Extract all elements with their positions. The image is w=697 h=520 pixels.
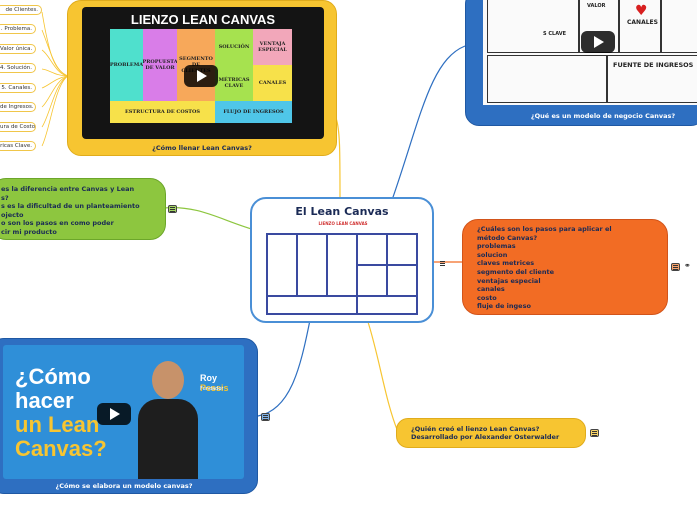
video-node-lean-canvas[interactable]: LIENZO LEAN CANVAS PROBLEMA SOLUCIÓN PRO… [67, 0, 337, 156]
video-caption: ¿Cómo llenar Lean Canvas? [152, 144, 252, 152]
note-icon[interactable] [261, 413, 270, 421]
founder-label: Fundador [200, 386, 224, 392]
central-title: El Lean Canvas [295, 205, 389, 218]
thumb-title: LIENZO LEAN CANVAS [318, 221, 368, 226]
cell-solucion: SOLUCIÓN [215, 29, 253, 65]
label-canales: CANALES [627, 19, 658, 26]
cell-propuesta: PROPUESTA DE VALOR [142, 29, 178, 101]
cell-costos: ESTRUCTURA DE COSTOS [110, 101, 215, 123]
video-frame-title: LIENZO LEAN CANVAS [130, 12, 276, 27]
video-caption: ¿Qué es un modelo de negocio Canvas? [530, 112, 676, 120]
play-button[interactable] [581, 31, 615, 53]
video-caption: ¿Cómo se elabora un modelo canvas? [55, 482, 193, 490]
video-node-como-hacer[interactable]: ¿Cómo hacer un Lean Canvas? Roy Pessis F… [0, 338, 270, 494]
creator-text: ¿Quién creó el lienzo Lean Canvas? Desar… [411, 425, 560, 442]
video-thumbnail-2[interactable]: ¿Cómo hacer un Lean Canvas? Roy Pessis F… [3, 345, 244, 479]
cell-metricas: MÉTRICAS CLAVE [215, 65, 253, 101]
note-icon[interactable] [590, 429, 599, 437]
creator-node[interactable]: ¿Quién creó el lienzo Lean Canvas? Desar… [396, 418, 599, 448]
central-thumbnail: LIENZO LEAN CANVAS [266, 221, 420, 317]
list-item[interactable]: de Ingresos. [0, 102, 36, 112]
steps-text: ¿Cuáles son los pasos para aplicar el mé… [477, 225, 612, 311]
label-clave: S CLAVE [543, 31, 567, 37]
steps-node[interactable]: ¿Cuáles son los pasos para aplicar el mé… [462, 219, 691, 315]
play-button[interactable] [184, 65, 218, 87]
cell-problema: PROBLEMA [110, 29, 143, 101]
list-item[interactable]: de Clientes. [0, 5, 42, 15]
cell-canales: CANALES [253, 65, 292, 101]
cell-ingresos: FLUJO DE INGRESOS [215, 101, 292, 123]
video-thumbnail-3[interactable]: VALOR S CLAVE CANALES FUENTE DE INGRESOS… [483, 0, 697, 105]
heart-icon: ♥ [635, 3, 648, 19]
person-photo [138, 357, 198, 479]
link-icon[interactable]: ⚭ [684, 261, 691, 270]
label-valor: VALOR [587, 3, 606, 9]
label-fuente: FUENTE DE INGRESOS [613, 61, 694, 69]
list-item[interactable]: 4. Solución. [0, 63, 36, 73]
list-item[interactable]: 5. Canales. [0, 83, 36, 93]
questions-node[interactable]: es la diferencia entre Canvas y Lean s? … [0, 178, 177, 240]
thumb-headline: ¿Cómo hacer un Lean Canvas? [15, 364, 107, 461]
list-item[interactable]: ura de Costo. [0, 122, 36, 132]
questions-text: es la diferencia entre Canvas y Lean s? … [1, 185, 140, 236]
cell-ventaja: VENTAJA ESPECIAL [253, 29, 292, 65]
list-item[interactable]: ricas Clave. [0, 141, 36, 151]
list-item[interactable]: Valor única. [0, 44, 36, 54]
person-name: Roy Pessis [200, 373, 229, 393]
list-item[interactable]: . Problema. [0, 24, 36, 34]
note-icon[interactable] [671, 263, 680, 271]
central-topic[interactable]: El Lean Canvas LIENZO LEAN CANVAS [250, 197, 445, 323]
play-button[interactable] [97, 403, 131, 425]
video-node-modelo-negocio[interactable]: VALOR S CLAVE CANALES FUENTE DE INGRESOS… [465, 0, 697, 126]
note-icon[interactable] [168, 205, 177, 213]
video-thumbnail[interactable]: LIENZO LEAN CANVAS PROBLEMA SOLUCIÓN PRO… [82, 7, 324, 139]
note-icon[interactable] [438, 259, 447, 267]
canvas-grid: PROBLEMA SOLUCIÓN PROPUESTA DE VALOR VEN… [110, 29, 296, 133]
